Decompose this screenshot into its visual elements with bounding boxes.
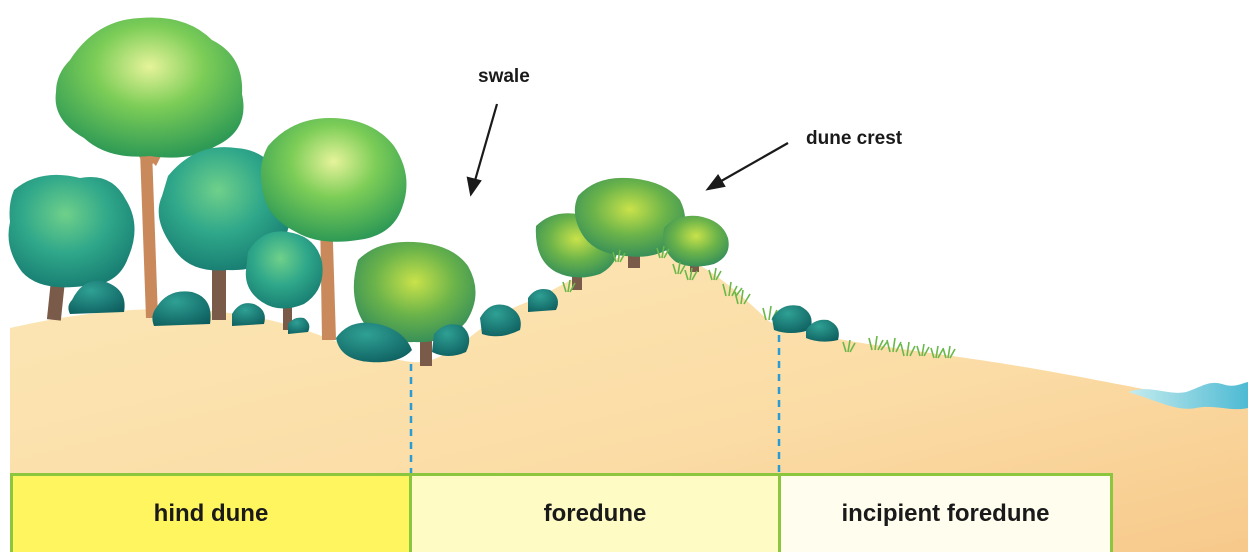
swale-arrow [468, 104, 497, 194]
dune-crest-label: dune crest [806, 128, 902, 150]
hind-dune-forest [9, 17, 476, 366]
zone-hind-dune: hind dune [13, 476, 412, 552]
dune-crest-arrow [708, 143, 788, 189]
zone-incipient-foredune: incipient foredune [781, 476, 1110, 552]
swale-label: swale [478, 66, 530, 88]
zone-foredune: foredune [412, 476, 781, 552]
dune-zone-bar: hind dune foredune incipient foredune [10, 473, 1113, 552]
